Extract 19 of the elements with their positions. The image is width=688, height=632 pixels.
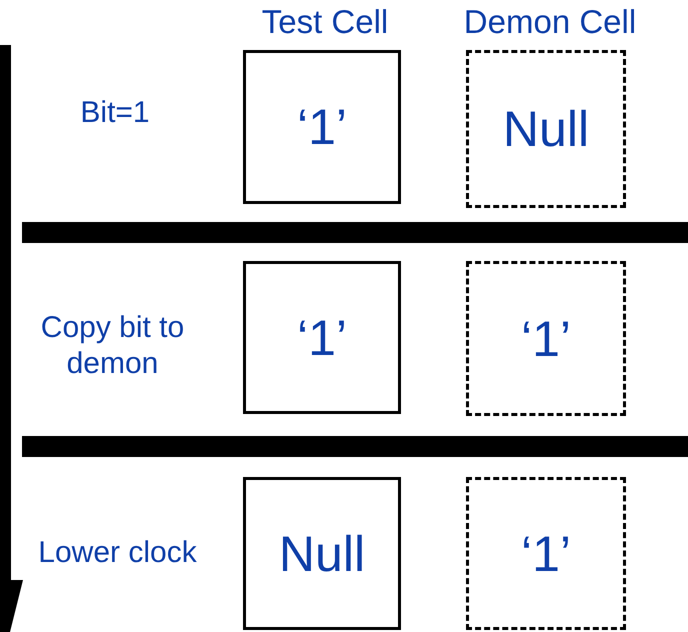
step-label: Copy bit to demon xyxy=(40,310,186,382)
divider-bar xyxy=(22,222,688,243)
dashed-cell-box xyxy=(466,50,626,208)
cell-value: Null xyxy=(502,104,590,154)
dashed-cell-box xyxy=(466,261,626,416)
cell-box xyxy=(243,477,401,630)
column-header: Test Cell xyxy=(260,2,390,42)
cell-box xyxy=(243,261,401,414)
step-label: Lower clock xyxy=(37,535,198,571)
cell-value: ‘1’ xyxy=(296,312,348,362)
dashed-cell-box xyxy=(466,477,626,630)
step-label: Bit=1 xyxy=(79,95,151,131)
column-header: Demon Cell xyxy=(462,2,638,42)
divider-bar xyxy=(22,436,688,457)
cell-value: ‘1’ xyxy=(520,528,572,578)
cell-box xyxy=(243,50,401,204)
cell-value: Null xyxy=(278,528,366,578)
cell-value: ‘1’ xyxy=(520,314,572,364)
cell-value: ‘1’ xyxy=(296,102,348,152)
